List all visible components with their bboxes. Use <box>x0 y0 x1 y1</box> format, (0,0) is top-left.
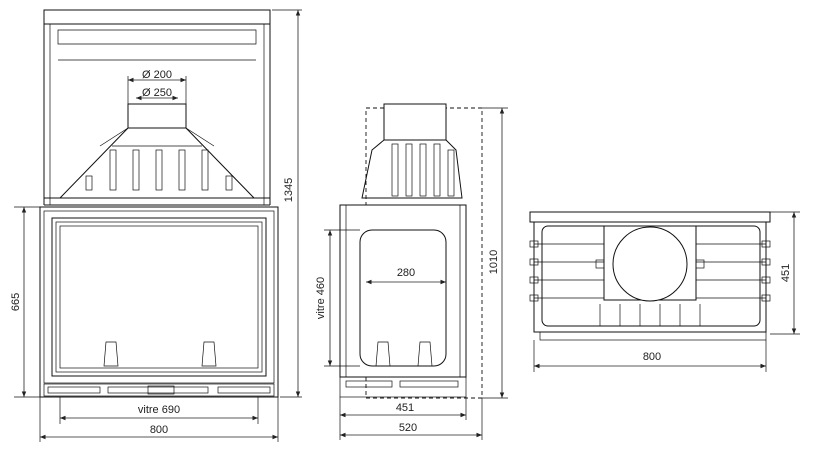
side-inner-width-label: 280 <box>397 267 415 279</box>
side-depth-total-label: 520 <box>399 422 417 434</box>
front-diam-large-label: Ø 250 <box>142 87 172 99</box>
front-view <box>39 9 279 398</box>
air-control <box>147 385 175 395</box>
side-height-total-label: 1010 <box>488 250 500 274</box>
andiron-right <box>201 341 217 367</box>
side-body <box>339 204 467 378</box>
andiron-left <box>103 341 119 367</box>
front-width-label: 800 <box>150 424 168 436</box>
side-flue-collar <box>383 103 447 141</box>
side-glass-height-label: vitre 460 <box>315 277 327 319</box>
top-width-label: 800 <box>643 351 661 363</box>
front-hood-cap <box>43 9 271 25</box>
front-glass <box>59 225 259 369</box>
top-dimensions: 451 800 <box>533 211 800 372</box>
front-door-frame <box>51 217 267 377</box>
front-glass-width-label: vitre 690 <box>138 404 180 416</box>
top-flue-circle <box>612 226 688 302</box>
side-depth-body-label: 451 <box>396 402 414 414</box>
front-diam-small-label: Ø 200 <box>142 69 172 81</box>
side-dimensions: 1010 vitre 460 280 451 520 <box>315 107 508 440</box>
top-view <box>529 211 771 341</box>
front-cone <box>58 127 256 199</box>
side-view <box>339 103 483 399</box>
top-front-lip <box>529 211 771 223</box>
cone-fins <box>85 149 233 191</box>
side-glass <box>359 229 447 367</box>
top-depth-label: 451 <box>780 264 792 282</box>
front-height-total-label: 1345 <box>283 178 295 202</box>
front-height-body-label: 665 <box>10 293 22 311</box>
front-dimensions: Ø 200 Ø 250 1345 665 vitre 690 800 <box>10 9 302 442</box>
flue-collar <box>127 103 187 129</box>
front-body <box>39 206 279 398</box>
